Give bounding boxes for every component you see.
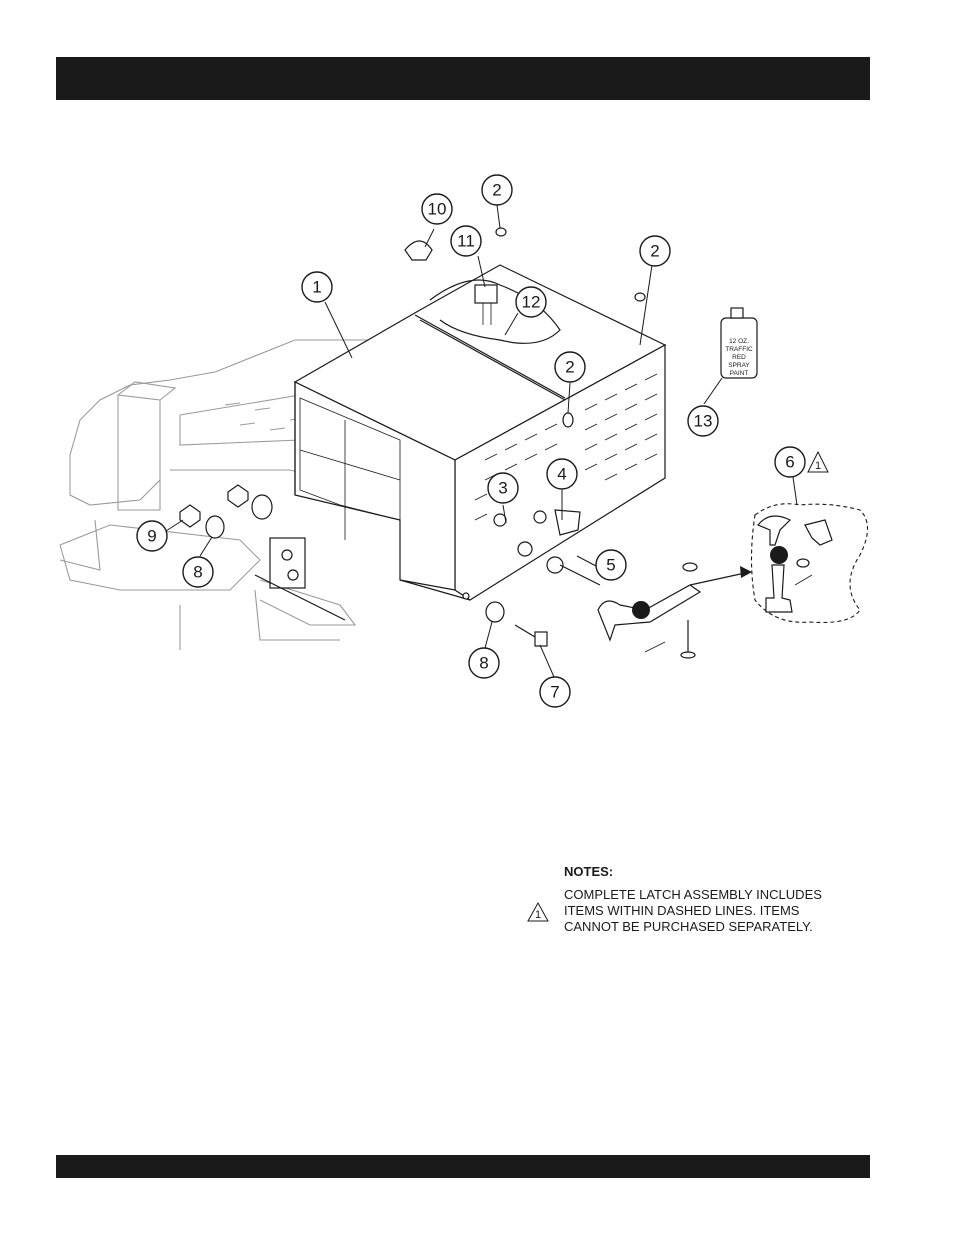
callout-6: 6 bbox=[775, 447, 805, 477]
svg-text:7: 7 bbox=[550, 683, 559, 702]
svg-text:10: 10 bbox=[428, 200, 447, 219]
callout-13: 13 bbox=[688, 406, 718, 436]
callout-7: 7 bbox=[540, 677, 570, 707]
svg-text:2: 2 bbox=[650, 242, 659, 261]
callout-5: 5 bbox=[596, 550, 626, 580]
notes-section: NOTES: 1 COMPLETE LATCH ASSEMBLY INCLUDE… bbox=[526, 864, 856, 935]
svg-text:6: 6 bbox=[785, 453, 794, 472]
grommet-front bbox=[563, 413, 573, 427]
svg-text:PAINT: PAINT bbox=[730, 370, 749, 377]
svg-text:1: 1 bbox=[535, 909, 541, 921]
svg-text:13: 13 bbox=[694, 412, 713, 431]
svg-text:5: 5 bbox=[606, 556, 615, 575]
notes-title: NOTES: bbox=[564, 864, 856, 879]
callout-8-left: 8 bbox=[183, 557, 213, 587]
svg-text:TRAFFIC: TRAFFIC bbox=[725, 346, 753, 353]
svg-text:2: 2 bbox=[565, 358, 574, 377]
svg-text:3: 3 bbox=[498, 479, 507, 498]
callout-9: 9 bbox=[137, 521, 167, 551]
spray-can: 12 OZ. TRAFFIC RED SPRAY PAINT bbox=[721, 308, 757, 378]
note-row: 1 COMPLETE LATCH ASSEMBLY INCLUDES ITEMS… bbox=[526, 887, 856, 935]
svg-text:8: 8 bbox=[193, 563, 202, 582]
svg-text:RED: RED bbox=[732, 354, 746, 361]
mounting-hardware-left bbox=[180, 485, 345, 620]
detail-arrow bbox=[690, 573, 745, 585]
callout-4: 4 bbox=[547, 459, 577, 489]
callout-10: 10 bbox=[422, 194, 452, 224]
callout-2-right: 2 bbox=[640, 236, 670, 266]
svg-text:1: 1 bbox=[815, 460, 821, 472]
callout-3: 3 bbox=[488, 473, 518, 503]
latch-assembly-detail bbox=[752, 504, 868, 623]
bolt-washer-bottom bbox=[486, 602, 547, 646]
latch-note-triangle-icon: 1 bbox=[808, 452, 828, 472]
light-lens bbox=[405, 241, 432, 260]
svg-text:SPRAY: SPRAY bbox=[728, 362, 750, 369]
svg-text:11: 11 bbox=[457, 232, 475, 251]
svg-text:12 OZ.: 12 OZ. bbox=[729, 338, 749, 345]
footer-bar bbox=[56, 1155, 870, 1178]
svg-text:8: 8 bbox=[479, 654, 488, 673]
grommet-right bbox=[635, 293, 645, 301]
callout-1: 1 bbox=[302, 272, 332, 302]
grommet-top bbox=[496, 228, 506, 236]
svg-text:2: 2 bbox=[492, 181, 501, 200]
svg-text:12: 12 bbox=[522, 293, 541, 312]
svg-text:4: 4 bbox=[557, 465, 566, 484]
callout-12: 12 bbox=[516, 287, 546, 317]
note-triangle-icon: 1 bbox=[526, 901, 550, 923]
callout-11: 11 bbox=[451, 226, 481, 256]
svg-text:1: 1 bbox=[312, 278, 321, 297]
callout-8-bottom: 8 bbox=[469, 648, 499, 678]
note-text: COMPLETE LATCH ASSEMBLY INCLUDES ITEMS W… bbox=[564, 887, 856, 935]
callout-2-top: 2 bbox=[482, 175, 512, 205]
callout-2-front: 2 bbox=[555, 352, 585, 382]
svg-text:9: 9 bbox=[147, 527, 156, 546]
